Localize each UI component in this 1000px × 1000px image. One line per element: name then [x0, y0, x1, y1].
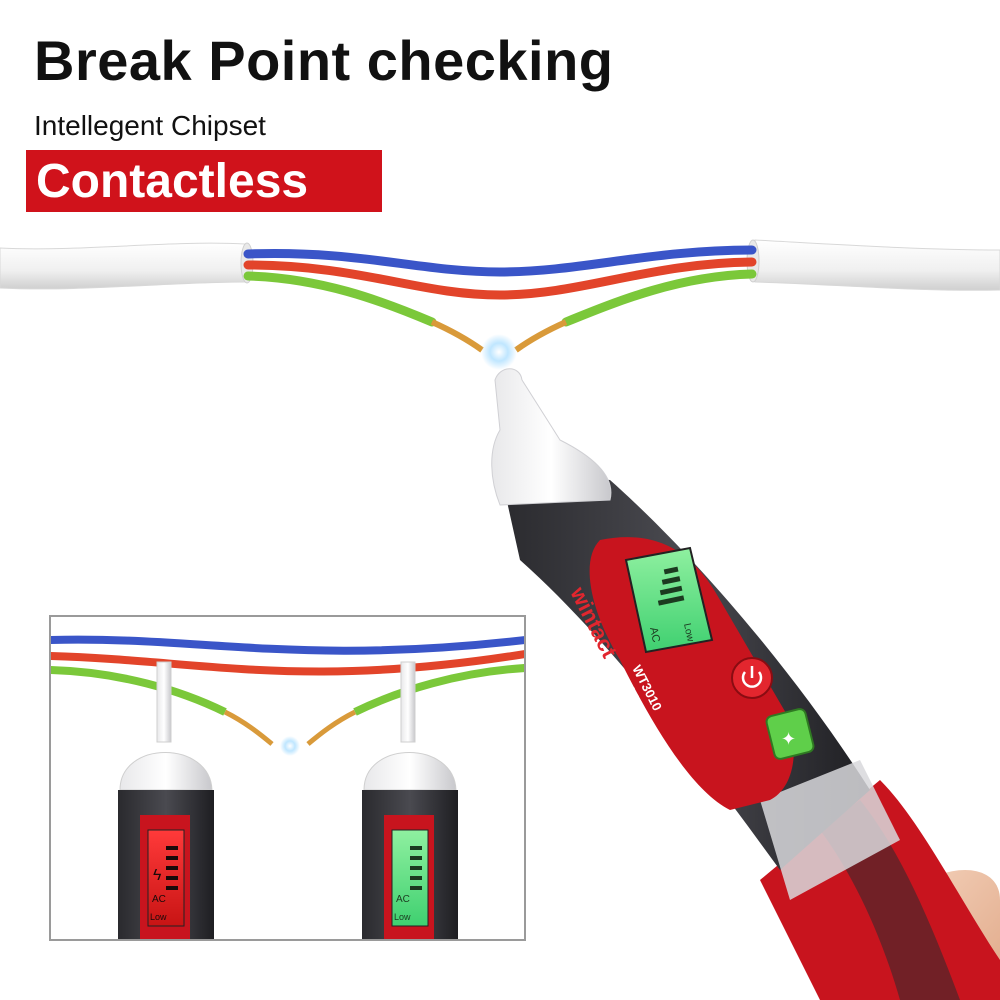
bolt-icon: ϟ — [153, 867, 162, 884]
subline: Intellegent Chipset — [34, 110, 266, 141]
inset-left-lcd-low: Low — [150, 912, 167, 922]
inset-left-pen: ϟ AC Low — [118, 661, 214, 939]
inset-right-pen: AC Low — [362, 661, 458, 939]
main-lcd-ac: AC — [647, 626, 662, 643]
power-icon — [741, 671, 763, 688]
headline: Break Point checking — [34, 29, 614, 92]
inset-left-lcd-ac: AC — [152, 894, 166, 905]
main-lcd-low: Low — [681, 622, 696, 643]
main-lcd: AC Low — [624, 546, 714, 654]
flashlight-button — [765, 708, 815, 760]
contactless-badge: Contactless — [26, 150, 382, 212]
badge-label: Contactless — [36, 155, 309, 208]
inset-right-lcd-low: Low — [394, 912, 411, 922]
inset-photo: ϟ AC Low AC Low — [49, 615, 526, 941]
flashlight-icon: ✦ — [781, 729, 796, 749]
inset-right-lcd-ac: AC — [396, 894, 410, 905]
main-cable — [0, 239, 1000, 370]
voltage-detector-pen: AC Low ✦ wintact WT3010 AC VOLTAGE DETEC… — [491, 368, 1000, 1000]
